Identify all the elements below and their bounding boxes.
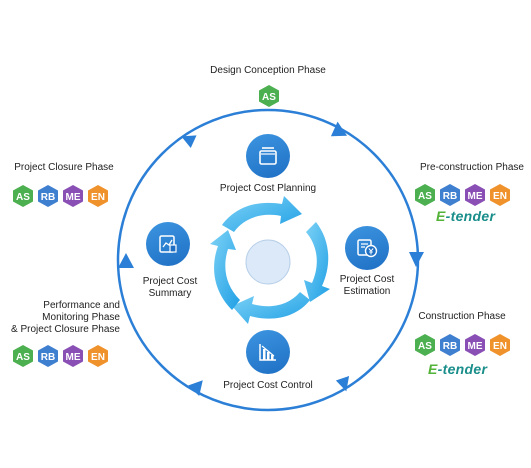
performance-phase-badges: AS RB ME EN	[12, 344, 109, 368]
performance-phase-label: Performance and Monitoring Phase & Proje…	[2, 300, 120, 336]
svg-text:AS: AS	[16, 192, 30, 203]
preconstruction-phase-badges: AS RB ME EN	[414, 183, 511, 207]
ring-arrow-top-right	[330, 121, 348, 137]
as-badge-icon: AS	[259, 85, 279, 107]
preconstruction-etender-logo: E-tender	[436, 208, 495, 224]
en-badge-icon: EN	[88, 345, 108, 367]
me-badge-icon: ME	[63, 345, 83, 367]
bar-chart-down-icon	[259, 344, 276, 361]
svg-text:EN: EN	[91, 352, 105, 363]
etender-rest: -tender	[437, 361, 488, 377]
svg-text:RB: RB	[443, 341, 457, 352]
as-badge-icon: AS	[415, 334, 435, 356]
svg-text:RB: RB	[41, 192, 55, 203]
as-badge-icon: AS	[13, 185, 33, 207]
ring-arrow-right	[409, 252, 424, 267]
closure-phase-badges: AS RB ME EN	[12, 184, 109, 208]
cost-cycle-arrows	[210, 196, 330, 324]
center-circle	[245, 239, 291, 285]
ring-arrow-top-left	[181, 135, 197, 149]
preconstruction-phase-label: Pre-construction Phase	[420, 162, 524, 173]
document-stack-icon	[259, 147, 277, 165]
estimation-label-line-2: Estimation	[343, 286, 391, 297]
etender-e: E	[428, 361, 438, 377]
estimation-node	[345, 226, 389, 270]
svg-text:AS: AS	[262, 92, 276, 103]
estimation-label-line-1: Project Cost	[339, 274, 395, 285]
rb-badge-icon: RB	[440, 184, 460, 206]
design-phase-badges: AS	[258, 84, 280, 108]
closure-phase-label: Project Closure Phase	[14, 162, 114, 173]
me-badge-icon: ME	[465, 334, 485, 356]
svg-text:AS: AS	[418, 191, 432, 202]
etender-rest: -tender	[445, 208, 496, 224]
ring-arrow-bottom-left	[188, 380, 203, 396]
svg-text:EN: EN	[91, 192, 105, 203]
performance-label-line-3: & Project Closure Phase	[11, 324, 120, 335]
svg-text:ME: ME	[468, 191, 483, 202]
en-badge-icon: EN	[490, 334, 510, 356]
svg-text:AS: AS	[418, 341, 432, 352]
control-node	[246, 330, 290, 374]
performance-label-line-2: Monitoring Phase	[42, 312, 120, 323]
svg-text:EN: EN	[493, 341, 507, 352]
svg-text:EN: EN	[493, 191, 507, 202]
me-badge-icon: ME	[465, 184, 485, 206]
en-badge-icon: EN	[490, 184, 510, 206]
estimation-label: Project Cost Estimation	[328, 274, 406, 298]
svg-text:AS: AS	[16, 352, 30, 363]
summary-label-line-2: Summary	[148, 288, 192, 299]
control-label: Project Cost Control	[223, 380, 313, 391]
construction-etender-logo: E-tender	[428, 361, 487, 377]
svg-text:ME: ME	[66, 352, 81, 363]
me-badge-icon: ME	[63, 185, 83, 207]
svg-text:RB: RB	[443, 191, 457, 202]
rb-badge-icon: RB	[38, 345, 58, 367]
as-badge-icon: AS	[415, 184, 435, 206]
performance-label-line-1: Performance and	[43, 300, 120, 311]
planning-node	[246, 134, 290, 178]
summary-label: Project Cost Summary	[130, 276, 210, 300]
chart-report-icon	[159, 235, 177, 253]
ring-arrow-left	[118, 253, 134, 268]
summary-node	[146, 222, 190, 266]
etender-e: E	[436, 208, 446, 224]
as-badge-icon: AS	[13, 345, 33, 367]
rb-badge-icon: RB	[38, 185, 58, 207]
svg-text:ME: ME	[468, 341, 483, 352]
svg-text:ME: ME	[66, 192, 81, 203]
construction-phase-badges: AS RB ME EN	[414, 333, 511, 357]
ring-arrow-bottom-right	[335, 375, 350, 392]
svg-text:RB: RB	[41, 352, 55, 363]
summary-label-line-1: Project Cost	[142, 276, 198, 287]
design-phase-label: Design Conception Phase	[210, 65, 326, 76]
en-badge-icon: EN	[88, 185, 108, 207]
yen-calculator-icon	[357, 239, 378, 258]
rb-badge-icon: RB	[440, 334, 460, 356]
construction-phase-label: Construction Phase	[418, 311, 506, 322]
planning-label: Project Cost Planning	[219, 183, 317, 194]
